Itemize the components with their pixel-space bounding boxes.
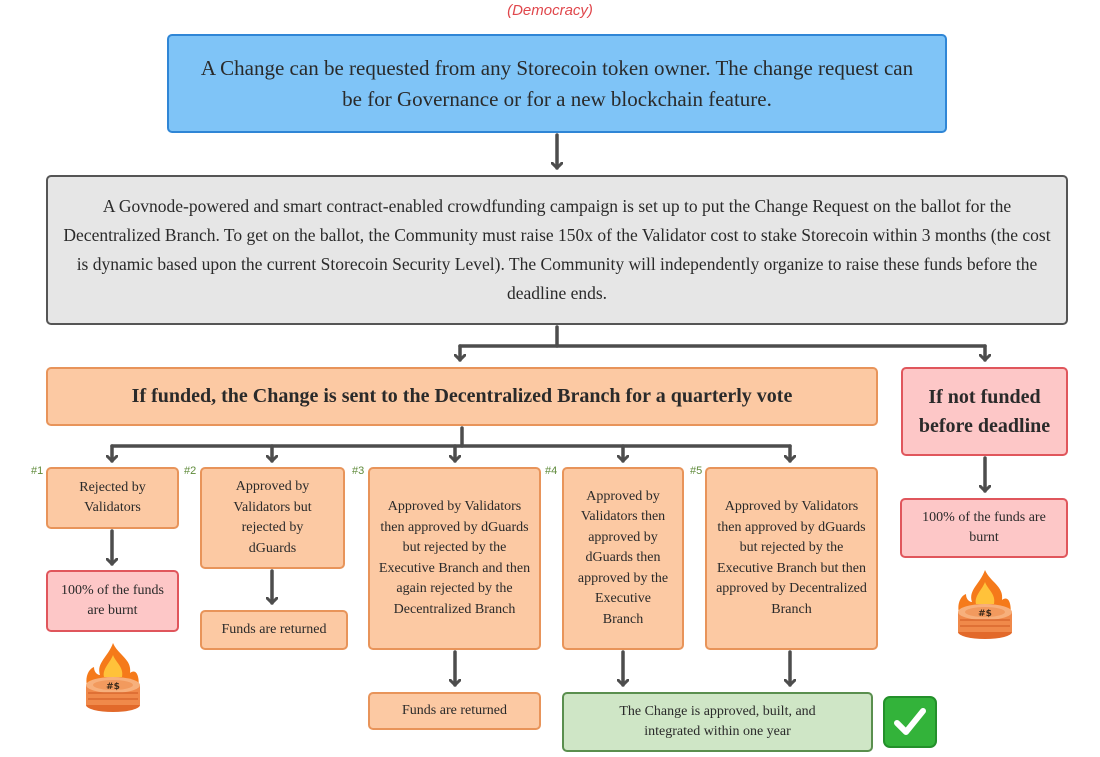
case-number-1: #1 [31,465,44,477]
case-number-3: #3 [352,465,365,477]
check-mark-icon [883,696,937,748]
case-box-2: Approved by Validators but rejected by d… [200,467,345,569]
crowdfunding-campaign-text: A Govnode-powered and smart contract-ena… [63,196,1051,303]
case-text-5: Approved by Validators then approved by … [716,499,867,617]
diagram-caption: (Democracy) [507,2,593,19]
case-text-4: Approved by Validators then approved by … [577,488,669,627]
funded-box: If funded, the Change is sent to the Dec… [46,367,878,426]
svg-text:#$: #$ [978,609,992,619]
case-3-returned-text: Funds are returned [402,702,507,718]
case-3-returned-box: Funds are returned [368,692,541,730]
not-funded-burnt-text: 100% of the funds are burnt [922,509,1046,546]
case-text-3: Approved by Validators then approved by … [378,499,531,617]
crowdfunding-campaign-box: A Govnode-powered and smart contract-ena… [46,175,1068,325]
not-funded-burnt-box: 100% of the funds are burnt [900,498,1068,558]
approved-result-text: The Change is approved, built, and integ… [619,703,816,740]
case-box-5: Approved by Validators then approved by … [705,467,878,650]
funded-text: If funded, the Change is sent to the Dec… [131,385,793,407]
case-2-returned-text: Funds are returned [221,621,327,637]
not-funded-text: If not funded before deadline [918,385,1051,437]
burning-coin-icon: #$ [958,570,1012,639]
case-box-3: Approved by Validators then approved by … [368,467,541,650]
case-1-burnt-box: 100% of the funds are burnt [46,570,179,632]
case-text-2: Approved by Validators but rejected by d… [233,479,312,556]
change-request-box: A Change can be requested from any Store… [167,34,947,133]
case-2-returned-box: Funds are returned [200,610,348,650]
approved-result-box: The Change is approved, built, and integ… [562,692,873,752]
svg-text:#$: #$ [106,682,120,692]
case-box-1: Rejected by Validators [46,467,179,529]
case-number-2: #2 [184,465,197,477]
not-funded-box: If not funded before deadline [901,367,1068,456]
change-request-text: A Change can be requested from any Store… [200,55,914,111]
case-box-4: Approved by Validators then approved by … [562,467,684,650]
burning-coin-icon: #$ [86,643,140,712]
case-1-burnt-text: 100% of the funds are burnt [60,582,165,619]
case-number-5: #5 [690,465,703,477]
case-number-4: #4 [545,465,558,477]
case-text-1: Rejected by Validators [79,479,146,516]
